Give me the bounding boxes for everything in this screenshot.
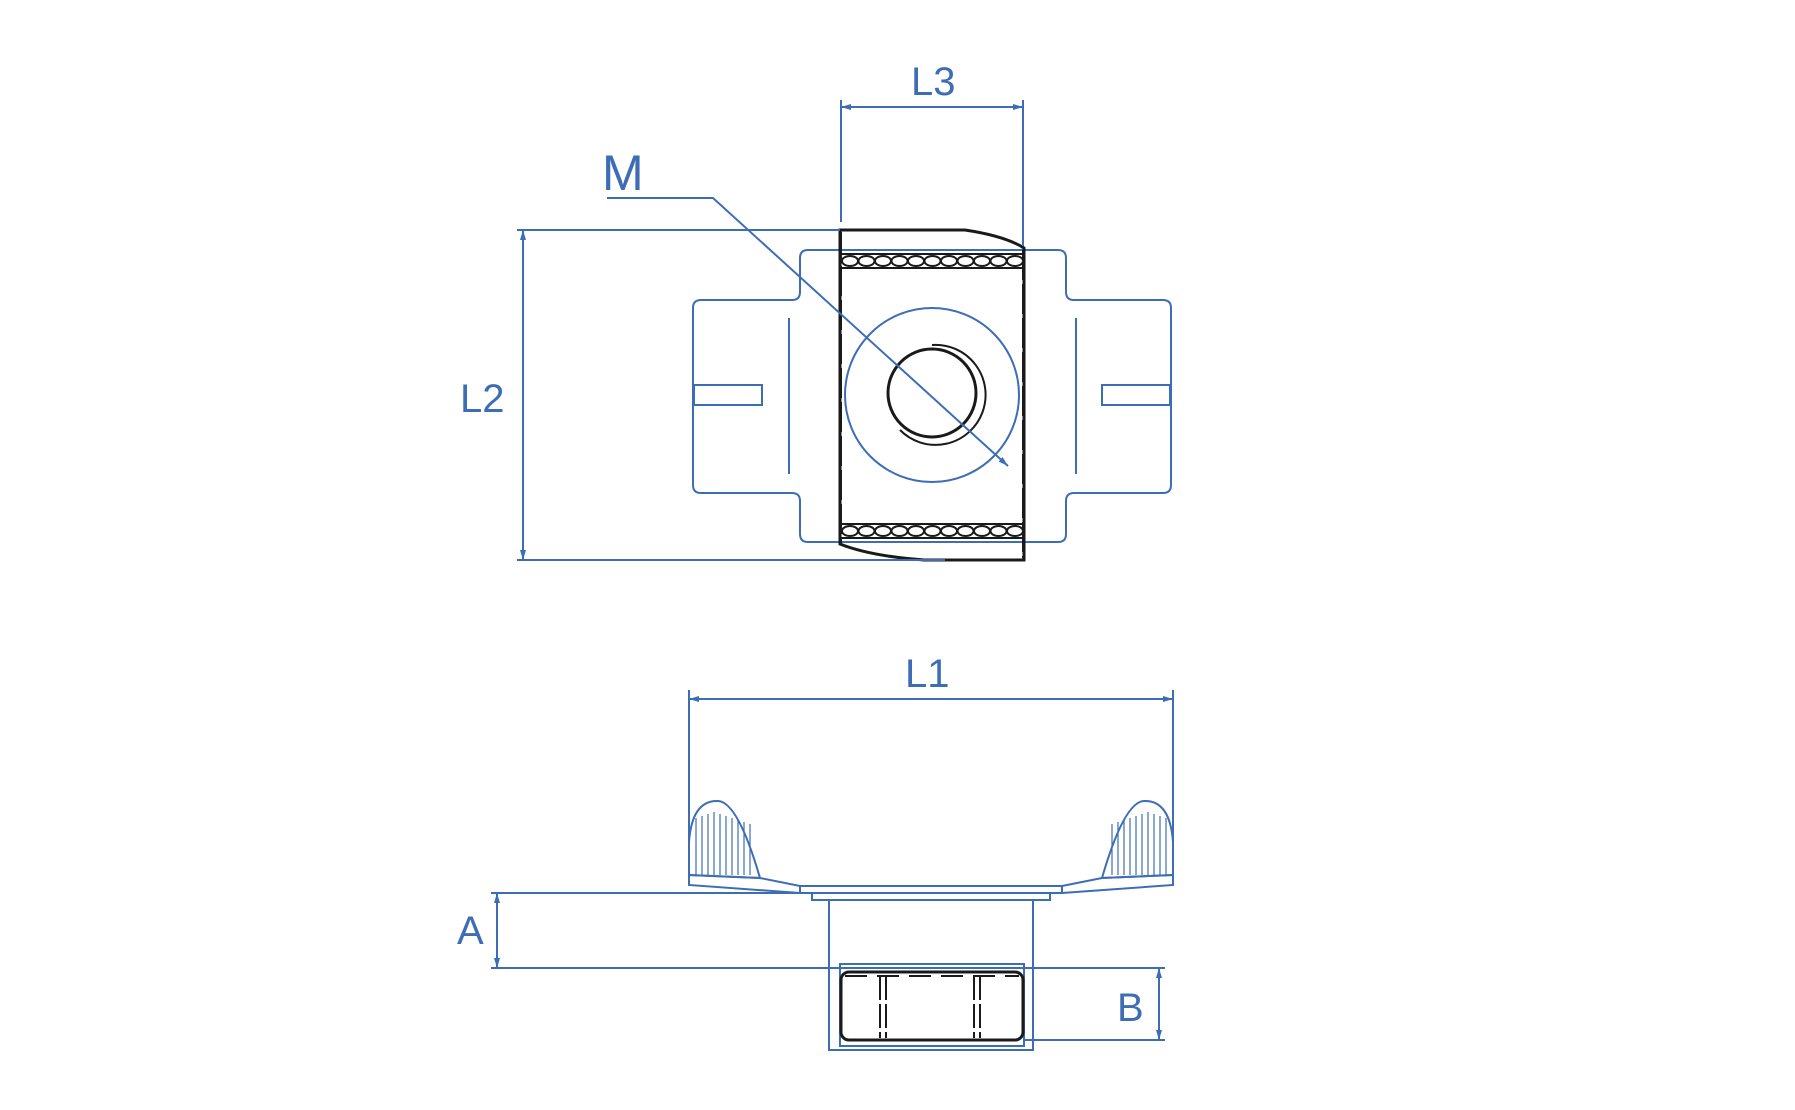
knurl-bead <box>874 525 892 537</box>
l3-label: L3 <box>911 60 956 104</box>
m-label: M <box>602 145 644 201</box>
nut-side-outline <box>839 963 1025 1047</box>
right-wing-ribs <box>1111 812 1167 875</box>
left-wing-ribs <box>695 812 751 875</box>
knurl-bead <box>923 525 942 537</box>
knurl-bead <box>841 525 859 537</box>
knurl-bead <box>973 255 991 267</box>
right-wing-slot <box>1101 384 1171 406</box>
knurl-bead <box>940 525 958 537</box>
top-view: M L3 L2 <box>460 60 1172 562</box>
knurl-bead <box>923 255 942 267</box>
knurl-row-top <box>841 255 1024 267</box>
left-wing-profile <box>688 799 762 880</box>
top-view-outline <box>692 249 1172 543</box>
knurl-bead <box>857 525 876 537</box>
l1-label: L1 <box>905 652 950 696</box>
knurl-bead <box>956 525 975 537</box>
stem-body <box>828 899 1034 1051</box>
nut-body <box>838 228 1026 562</box>
side-view: L1 A B <box>457 652 1174 1051</box>
m-leader-line <box>607 197 1009 467</box>
knurl-bead <box>890 525 909 537</box>
nut-side <box>839 970 1025 1042</box>
knurl-bead <box>890 255 909 267</box>
knurl-row-bottom <box>841 525 1024 537</box>
knurl-bead <box>956 255 975 267</box>
left-wing-slot <box>693 384 763 406</box>
knurl-bead <box>907 525 925 537</box>
base-washer <box>811 892 1051 901</box>
knurl-bead <box>874 255 892 267</box>
thread-hole-outer-arc <box>899 343 987 446</box>
a-label: A <box>457 909 484 953</box>
right-wing-profile <box>1100 799 1174 880</box>
washer-circle <box>844 307 1020 483</box>
thread-hole-inner <box>886 347 978 439</box>
knurl-bead <box>857 255 876 267</box>
b-label: B <box>1117 986 1144 1030</box>
knurl-bead <box>973 525 991 537</box>
knurl-bead <box>989 255 1008 267</box>
knurl-bead <box>907 255 925 267</box>
knurl-bead <box>1006 255 1024 267</box>
base-plate <box>688 873 1174 894</box>
knurl-bead <box>989 525 1008 537</box>
knurl-bead <box>1006 525 1024 537</box>
knurl-bead <box>841 255 859 267</box>
l2-label: L2 <box>460 377 505 421</box>
knurl-bead <box>940 255 958 267</box>
